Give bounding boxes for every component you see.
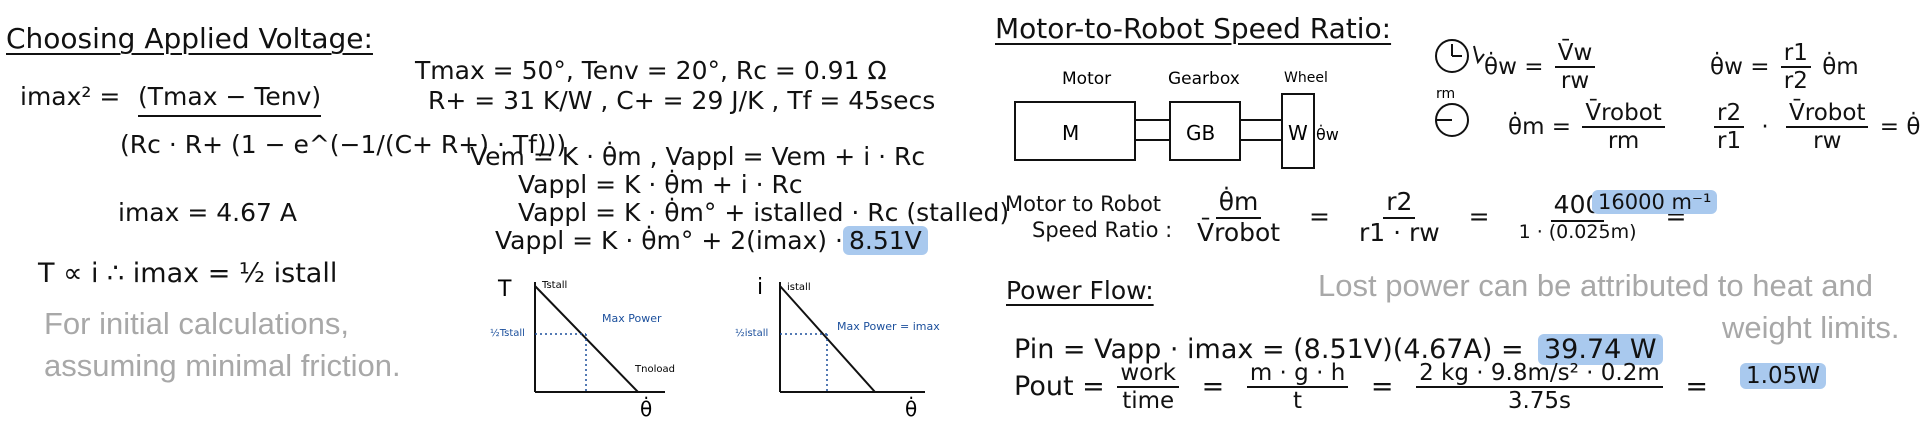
max-power-imax-label: Max Power = imax bbox=[837, 320, 940, 333]
tstall-label: Tstall bbox=[541, 280, 567, 291]
imax-squared-numerator: (Tmax − Tenv) bbox=[138, 82, 322, 117]
torque-axis-label: T bbox=[497, 277, 512, 302]
drivetrain-diagram: Motor Gearbox Wheel M GB W θ̇w bbox=[1014, 69, 1339, 169]
tnoload-label: Tnoload bbox=[634, 364, 675, 375]
wheel-circle-icon bbox=[1435, 39, 1469, 73]
torque-current-relation: T ∝ i ∴ imax = ½ istall bbox=[38, 258, 338, 289]
vappl-stalled-equation: Vappl = K · θ̇m° + istalled · Rc (stalle… bbox=[518, 198, 1010, 227]
ratio-r1-rw: r1 · rw bbox=[1358, 217, 1440, 247]
rotation-arrow-icon bbox=[1473, 45, 1485, 65]
max-power-label: Max Power bbox=[602, 312, 662, 325]
wheel-box-label: W bbox=[1288, 121, 1308, 145]
motor-box-label: M bbox=[1062, 121, 1079, 145]
half-tstall-label: ½Tstall bbox=[490, 327, 525, 339]
speed-ratio-title: Motor-to-Robot Speed Ratio: bbox=[995, 12, 1392, 45]
ratio-r2: r2 bbox=[1383, 187, 1416, 219]
ratio-label-line1: Motor to Robot bbox=[1005, 192, 1162, 216]
wheel-sketch: rm bbox=[1435, 39, 1485, 137]
gearbox-label: Gearbox bbox=[1168, 69, 1240, 89]
applied-voltage-title: Choosing Applied Voltage: bbox=[6, 22, 373, 55]
power-out-result-highlight: 1.05W bbox=[1740, 363, 1826, 389]
parameters-line1: Tmax = 50°, Tenv = 20°, Rc = 0.91 Ω bbox=[415, 56, 887, 85]
power-in-result-highlight: 39.74 W bbox=[1538, 334, 1663, 365]
speed-axis-label: θ̇ bbox=[640, 396, 652, 420]
istall-label: istall bbox=[787, 282, 811, 293]
vappl-imax-equation: Vappl = K · θ̇m° + 2(imax) · Rc = bbox=[495, 226, 911, 255]
lost-power-note-line2: weight limits. bbox=[1722, 310, 1900, 345]
wheel-box bbox=[1281, 93, 1315, 169]
ratio-result-highlight: 16000 m⁻¹ bbox=[1592, 190, 1718, 214]
imax-result: imax = 4.67 A bbox=[118, 198, 297, 227]
current-axis-label: i bbox=[757, 275, 763, 300]
pout-t: t bbox=[1293, 388, 1303, 415]
friction-note-line2: assuming minimal friction. bbox=[44, 348, 401, 383]
pout-values: 2 kg · 9.8m/s² · 0.2m bbox=[1416, 360, 1663, 389]
motor-box bbox=[1014, 101, 1136, 161]
pout-time: time bbox=[1122, 388, 1175, 415]
torque-speed-graph: T Tstall ½Tstall Max Power Tnoload θ̇ bbox=[490, 277, 675, 420]
parameters-line2: R+ = 31 K/W , C+ = 29 J/K , Tf = 45secs bbox=[428, 86, 936, 115]
vem-equation: Vem = K · θ̇m , Vappl = Vem + i · Rc bbox=[470, 142, 926, 171]
pout-work: work bbox=[1117, 360, 1180, 389]
pout-mgh: m · g · h bbox=[1246, 360, 1349, 389]
imax-squared-denominator: (Rc · R+ (1 − e^(−1/(C+ R+) · Tf))) bbox=[120, 130, 567, 159]
ratio-label-line2: Speed Ratio : bbox=[1032, 218, 1173, 242]
wheel-omega-label: θ̇w bbox=[1316, 125, 1339, 144]
motor-label: Motor bbox=[1062, 69, 1111, 89]
gearbox-box-label: GB bbox=[1186, 121, 1215, 145]
vappl-result-highlight: 8.51V bbox=[843, 226, 928, 255]
power-in-equation: Pin = Vapp · imax = (8.51V)(4.67A) = bbox=[1014, 334, 1524, 365]
current-speed-graph: i istall ½istall Max Power = imax θ̇ bbox=[735, 275, 940, 420]
friction-note-line1: For initial calculations, bbox=[44, 306, 349, 341]
pout-prefix: Pout = bbox=[1014, 370, 1105, 402]
imax-squared-lhs: imax² = bbox=[20, 82, 121, 111]
half-istall-label: ½istall bbox=[735, 327, 768, 339]
rm-label: rm bbox=[1436, 86, 1455, 102]
wheel-label: Wheel bbox=[1284, 70, 1328, 86]
pout-duration: 3.75s bbox=[1507, 388, 1572, 415]
gearbox-box bbox=[1169, 101, 1241, 161]
power-flow-title: Power Flow: bbox=[1006, 276, 1154, 305]
lost-power-note-line1: Lost power can be attributed to heat and bbox=[1318, 268, 1873, 303]
ratio-denominator: V̄robot bbox=[1197, 217, 1281, 247]
ratio-numerator: θ̇m bbox=[1215, 187, 1262, 219]
ratio-wheel-radius: 1 · (0.025m) bbox=[1518, 221, 1637, 244]
vappl-equation: Vappl = K · θ̇m + i · Rc bbox=[518, 170, 803, 199]
speed-axis-label-2: θ̇ bbox=[905, 396, 917, 420]
